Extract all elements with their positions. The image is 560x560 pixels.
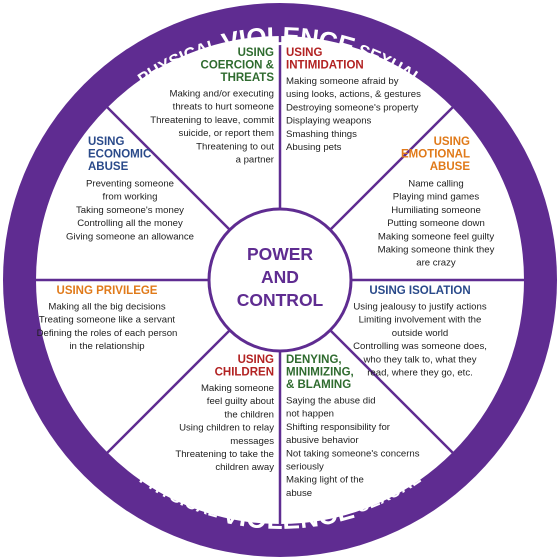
segment-title-line: USING [286, 47, 322, 59]
segment-item-line: Taking someone's money [76, 205, 184, 216]
segment-item-line: Threatening to take the [175, 449, 274, 460]
spoke-top-left [106, 106, 231, 231]
segment-item-line: children away [215, 462, 274, 473]
segment-item-line: read, where they go, etc. [367, 368, 473, 379]
segment-item-line: Putting someone down [387, 218, 485, 229]
segment-item-line: feel guilty about [207, 396, 275, 407]
hub-line-2: AND [261, 267, 299, 287]
segment-item-line: Making someone [201, 383, 274, 394]
segment-title-line: DENYING, [286, 354, 342, 366]
segment-privilege: USING PRIVILEGE Making all the big decisi… [37, 285, 178, 352]
segment-title-line: INTIMIDATION [286, 60, 364, 72]
segment-title-line: USING ISOLATION [369, 285, 470, 297]
segment-title-line: COERCION & [201, 60, 274, 72]
segment-item-line: Making someone feel guilty [378, 231, 494, 242]
spokes [35, 35, 525, 525]
segment-title-line: CHILDREN [215, 367, 274, 379]
segment-item-line: Treating someone like a servant [39, 315, 175, 326]
segment-title-line: & BLAMING [286, 379, 351, 391]
segment-item-line: a partner [236, 155, 275, 166]
segment-item-line: Not taking someone's concerns [286, 448, 420, 459]
segment-title-line: MINIMIZING, [286, 367, 354, 379]
segment-item-line: Using jealousy to justify actions [353, 302, 487, 313]
segment-item-line: Making someone think they [378, 245, 495, 256]
segment-isolation: USING ISOLATION Using jealousy to justify… [353, 285, 487, 379]
segment-item-line: suicide, or report them [179, 128, 274, 139]
hub-label: POWER AND CONTROL [237, 244, 324, 310]
segment-item-line: not happen [286, 409, 334, 420]
segment-item-line: Saying the abuse did [286, 396, 376, 407]
segment-title-line: USING PRIVILEGE [57, 285, 158, 297]
segment-item-line: Making all the big decisions [48, 302, 166, 313]
segment-item-line: who they talk to, what they [362, 354, 476, 365]
segment-item-line: Threatening to leave, commit [150, 115, 274, 126]
segment-item-line: outside world [392, 328, 449, 339]
segment-item-line: are crazy [416, 258, 456, 269]
segment-item-line: Smashing things [286, 129, 357, 140]
segment-item-line: Abusing pets [286, 142, 342, 153]
segment-item-line: messages [230, 436, 274, 447]
segment-item-line: Making light of the [286, 475, 364, 486]
segment-item-line: abusive behavior [286, 435, 359, 446]
segment-item-line: Shifting responsibility for [286, 422, 391, 433]
segment-item-line: Using children to relay [179, 423, 274, 434]
segment-item-line: Name calling [408, 179, 463, 190]
segment-item-line: Threatening to out [196, 141, 274, 152]
segment-title-line: USING [238, 47, 274, 59]
segment-item-line: Destroying someone's property [286, 102, 419, 113]
segment-item-line: abuse [286, 488, 312, 499]
segment-item-line: Controlling all the money [77, 218, 183, 229]
segment-title-line: ABUSE [430, 161, 471, 173]
segment-item-line: using looks, actions, & gestures [286, 89, 421, 100]
spoke-bottom-left [106, 329, 231, 454]
hub-line-1: POWER [247, 244, 313, 264]
hub-line-3: CONTROL [237, 290, 324, 310]
segment-title-line: ECONOMIC [88, 149, 151, 161]
segment-item-line: from working [103, 192, 158, 203]
segment-item-line: the children [224, 409, 274, 420]
segment-item-line: Giving someone an allowance [66, 231, 194, 242]
segment-item-line: in the relationship [69, 341, 144, 352]
segment-item-line: Preventing someone [86, 179, 174, 190]
segment-title-line: ABUSE [88, 161, 129, 173]
segment-item-line: Controlling was someone does, [353, 341, 487, 352]
segment-item-line: Making and/or executing [169, 89, 274, 100]
spoke-bottom-right [329, 329, 454, 454]
segment-title-line: USING [238, 354, 274, 366]
segment-item-line: Limiting involvement with the [359, 315, 482, 326]
segment-item-line: threats to hurt someone [173, 102, 274, 113]
segment-item-line: Displaying weapons [286, 116, 372, 127]
segment-item-line: seriously [286, 462, 324, 473]
segment-title-line: EMOTIONAL [401, 149, 470, 161]
segment-title-line: USING [434, 136, 470, 148]
segment-title-line: USING [88, 136, 124, 148]
spoke-top-right [329, 106, 454, 231]
segment-item-line: Playing mind games [393, 192, 480, 203]
segment-item-line: Humiliating someone [391, 205, 481, 216]
segment-denying: DENYING,MINIMIZING,& BLAMING Saying the a… [286, 354, 420, 499]
segment-title-line: THREATS [221, 72, 275, 84]
segment-item-line: Defining the roles of each person [37, 328, 178, 339]
segment-item-line: Making someone afraid by [286, 76, 399, 87]
hub-circle [207, 207, 353, 353]
